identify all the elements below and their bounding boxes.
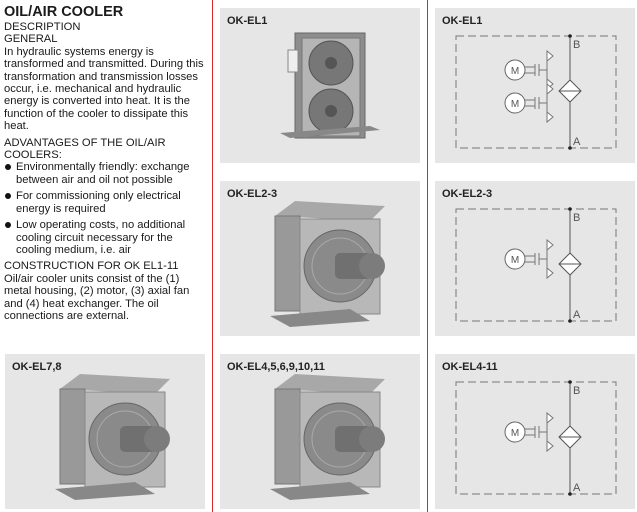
motor-fan-icon: M [504, 238, 554, 280]
schematic-label: OK-EL2-3 [442, 188, 493, 200]
svg-text:M: M [511, 66, 519, 77]
divider [427, 0, 428, 512]
cooler-image [270, 201, 385, 327]
cooler-image [55, 374, 170, 500]
boundary-frame [455, 35, 617, 149]
cooler-image [280, 32, 380, 139]
advantages-list: Environmentally friendly: exchange betwe… [4, 161, 204, 256]
hydraulic-schematic: B A M M [455, 34, 617, 150]
svg-text:B: B [573, 212, 580, 224]
svg-text:A: A [573, 482, 581, 494]
svg-text:M: M [511, 99, 519, 110]
product-label: OK-EL2-3 [227, 188, 278, 200]
product-panel-ok-el2-3: OK-EL2-3 [220, 181, 420, 336]
page-title: OIL/AIR COOLER [4, 4, 124, 20]
svg-text:A: A [573, 136, 581, 148]
motor-fan-icon: M [504, 49, 554, 91]
boundary-frame [455, 208, 617, 322]
schematic-label: OK-EL1 [442, 15, 483, 27]
description-column: OIL/AIR COOLER DESCRIPTION GENERAL In hy… [4, 4, 204, 326]
svg-text:M: M [511, 428, 519, 439]
product-panel-ok-el7-8: OK-EL7,8 [5, 354, 205, 509]
cooler-image [270, 374, 385, 500]
hydraulic-schematic: B A M [455, 380, 617, 496]
list-item: Low operating costs, no additional cooli… [4, 219, 204, 256]
schematic-label: OK-EL4-11 [442, 361, 498, 373]
list-item: For commissioning only electrical energy… [4, 190, 204, 215]
divider [212, 0, 213, 512]
construction-text: Oil/air cooler units consist of the (1) … [4, 272, 190, 322]
motor-fan-icon: M [504, 411, 554, 453]
svg-text:A: A [573, 309, 581, 321]
product-panel-ok-el4-11: OK-EL4,5,6,9,10,11 [220, 354, 420, 509]
motor-fan-icon: M [504, 82, 554, 124]
svg-text:B: B [573, 385, 580, 397]
product-label: OK-EL1 [227, 15, 268, 27]
product-label: OK-EL4,5,6,9,10,11 [227, 361, 325, 373]
product-label: OK-EL7,8 [12, 361, 62, 373]
boundary-frame [455, 381, 617, 495]
svg-text:M: M [511, 255, 519, 266]
general-heading: GENERAL [4, 33, 58, 46]
subtitle: DESCRIPTION [4, 21, 81, 33]
hydraulic-schematic: B A M [455, 207, 617, 323]
advantages-heading: ADVANTAGES OF THE OIL/AIR COOLERS: [4, 136, 166, 162]
schematic-panel-ok-el2-3: B A M OK-EL2-3 [435, 181, 635, 336]
construction-heading: CONSTRUCTION FOR OK EL1-11 [4, 260, 179, 273]
general-text: In hydraulic systems energy is transform… [4, 45, 204, 133]
list-item: Environmentally friendly: exchange betwe… [4, 161, 204, 186]
product-panel-ok-el1: OK-EL1 [220, 8, 420, 163]
svg-text:B: B [573, 39, 580, 51]
schematic-panel-ok-el1: B A M M OK-EL1 [435, 8, 635, 163]
schematic-panel-ok-el4-11: B A M OK-EL4-11 [435, 354, 635, 509]
